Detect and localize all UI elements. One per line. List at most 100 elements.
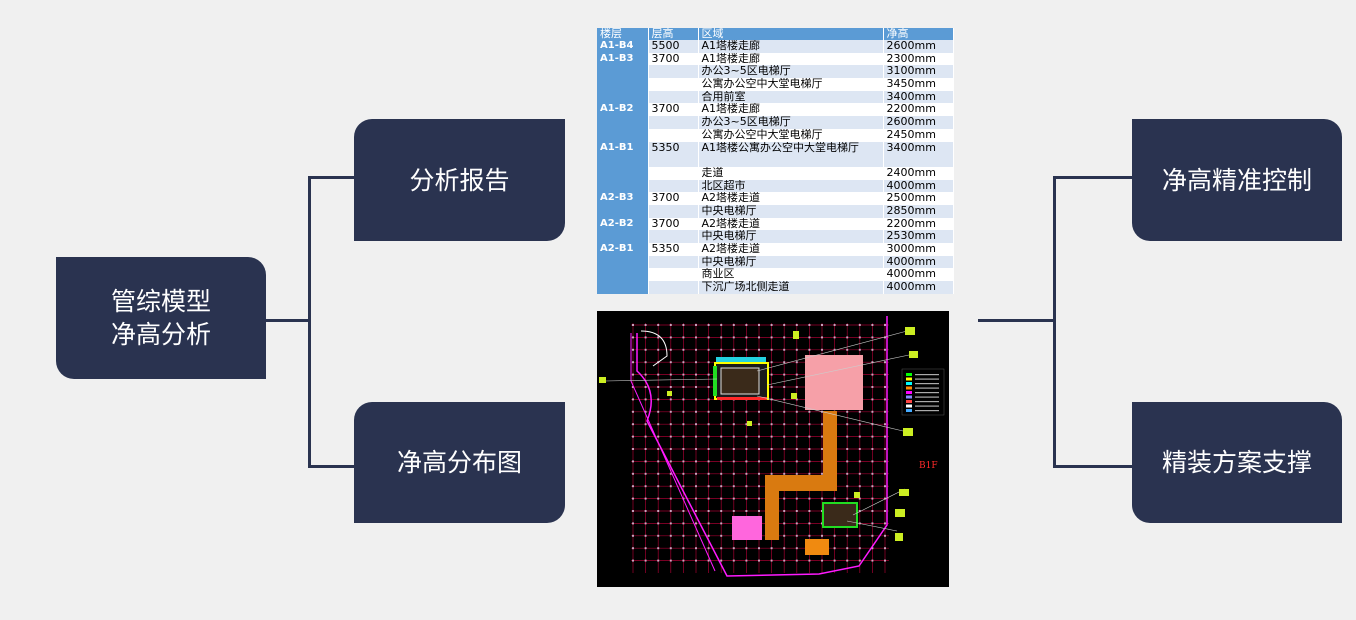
- grid-column-marker: [808, 460, 811, 463]
- grid-column-marker: [695, 448, 697, 450]
- grid-column-marker: [632, 410, 634, 413]
- grid-column-marker: [682, 423, 685, 426]
- clear-cell: 3400mm: [883, 141, 954, 167]
- grid-column-marker: [732, 423, 735, 426]
- grid-column-marker: [783, 386, 786, 388]
- grid-column-marker: [871, 336, 874, 339]
- grid-column-marker: [632, 460, 634, 463]
- grid-column-marker: [846, 485, 849, 488]
- grid-column-marker: [884, 534, 886, 537]
- grid-column-marker: [669, 559, 672, 562]
- grid-column-marker: [783, 460, 786, 463]
- legend-text-mark: [915, 405, 939, 407]
- legend-swatch: [906, 400, 912, 403]
- grid-column-marker: [707, 497, 710, 500]
- grid-column-marker: [644, 448, 647, 450]
- grid-column-marker: [821, 448, 823, 450]
- grid-column-marker: [682, 522, 685, 525]
- legend-text-mark: [915, 410, 939, 412]
- report-node-label: 分析报告: [409, 165, 510, 195]
- grid-column-marker: [707, 324, 710, 326]
- height-cell: 3700: [648, 103, 699, 117]
- grid-column-marker: [871, 423, 874, 426]
- grid-column-marker: [657, 522, 660, 525]
- grid-column-marker: [758, 510, 760, 512]
- grid-column-marker: [871, 361, 874, 364]
- grid-column-marker: [821, 534, 823, 537]
- grid-column-marker: [871, 510, 874, 512]
- grid-column-marker: [846, 472, 849, 475]
- grid-column-marker: [720, 324, 723, 326]
- area-cell: 北区超市: [698, 179, 884, 193]
- grid-column-marker: [720, 423, 723, 426]
- grid-column-marker: [657, 336, 660, 339]
- grid-column-marker: [858, 485, 861, 488]
- grid-column-marker: [758, 348, 760, 351]
- grid-column-marker: [745, 460, 748, 463]
- area-cell: 中央电梯厅: [698, 204, 884, 218]
- height-cell: 5350: [648, 141, 699, 167]
- grid-column-marker: [644, 336, 647, 339]
- inner-boundary: [630, 333, 716, 572]
- grid-column-marker: [707, 336, 710, 339]
- grid-column-marker: [707, 510, 710, 512]
- grid-column-marker: [884, 435, 886, 438]
- grid-column-marker: [858, 497, 861, 500]
- grid-column-marker: [884, 559, 886, 562]
- grid-column-marker: [695, 460, 697, 463]
- grid-column-marker: [821, 497, 823, 500]
- grid-column-marker: [682, 386, 685, 388]
- grid-column-marker: [632, 348, 634, 351]
- grid-column-marker: [884, 460, 886, 463]
- connector-to-report: [308, 176, 354, 179]
- grid-column-marker: [657, 534, 660, 537]
- grid-column-marker: [745, 510, 748, 512]
- grid-column-marker: [858, 348, 861, 351]
- grid-column-marker: [821, 324, 823, 326]
- grid-column-marker: [884, 510, 886, 512]
- grid-column-marker: [745, 324, 748, 326]
- grid-column-marker: [884, 472, 886, 475]
- grid-column-marker: [884, 448, 886, 450]
- height-cell: [648, 255, 699, 269]
- grid-column-marker: [632, 510, 634, 512]
- grid-column-marker: [871, 460, 874, 463]
- grid-column-marker: [871, 448, 874, 450]
- grid-column-marker: [632, 448, 634, 450]
- precise-control-node: 净高精准控制: [1132, 119, 1342, 241]
- grid-column-marker: [858, 435, 861, 438]
- root-node-line-1: 管综模型: [110, 287, 211, 316]
- area-cell: A1塔楼公寓办公空中大堂电梯厅: [698, 141, 884, 167]
- grid-column-marker: [682, 472, 685, 475]
- grid-column-marker: [758, 423, 760, 426]
- grid-column-marker: [758, 460, 760, 463]
- grid-column-marker: [871, 472, 874, 475]
- grid-column-marker: [682, 510, 685, 512]
- grid-column-marker: [669, 534, 672, 537]
- floor-cell: [597, 128, 649, 142]
- grid-column-marker: [669, 324, 672, 326]
- grid-column-marker: [871, 559, 874, 562]
- grid-column-marker: [732, 472, 735, 475]
- grid-column-marker: [858, 448, 861, 450]
- grid-column-marker: [871, 373, 874, 376]
- grid-column-marker: [720, 547, 723, 550]
- grid-column-marker: [808, 497, 811, 500]
- clear-cell: 4000mm: [883, 281, 954, 294]
- grid-column-marker: [695, 472, 697, 475]
- grid-column-marker: [770, 460, 773, 463]
- grid-column-marker: [732, 348, 735, 351]
- floor-cell: [597, 116, 649, 129]
- clear-cell: 2200mm: [883, 103, 954, 117]
- grid-column-marker: [695, 559, 697, 562]
- grid-column-marker: [720, 460, 723, 463]
- red-stripe: [717, 397, 767, 400]
- distribution-node: 净高分布图: [354, 402, 565, 523]
- grid-column-marker: [833, 336, 836, 339]
